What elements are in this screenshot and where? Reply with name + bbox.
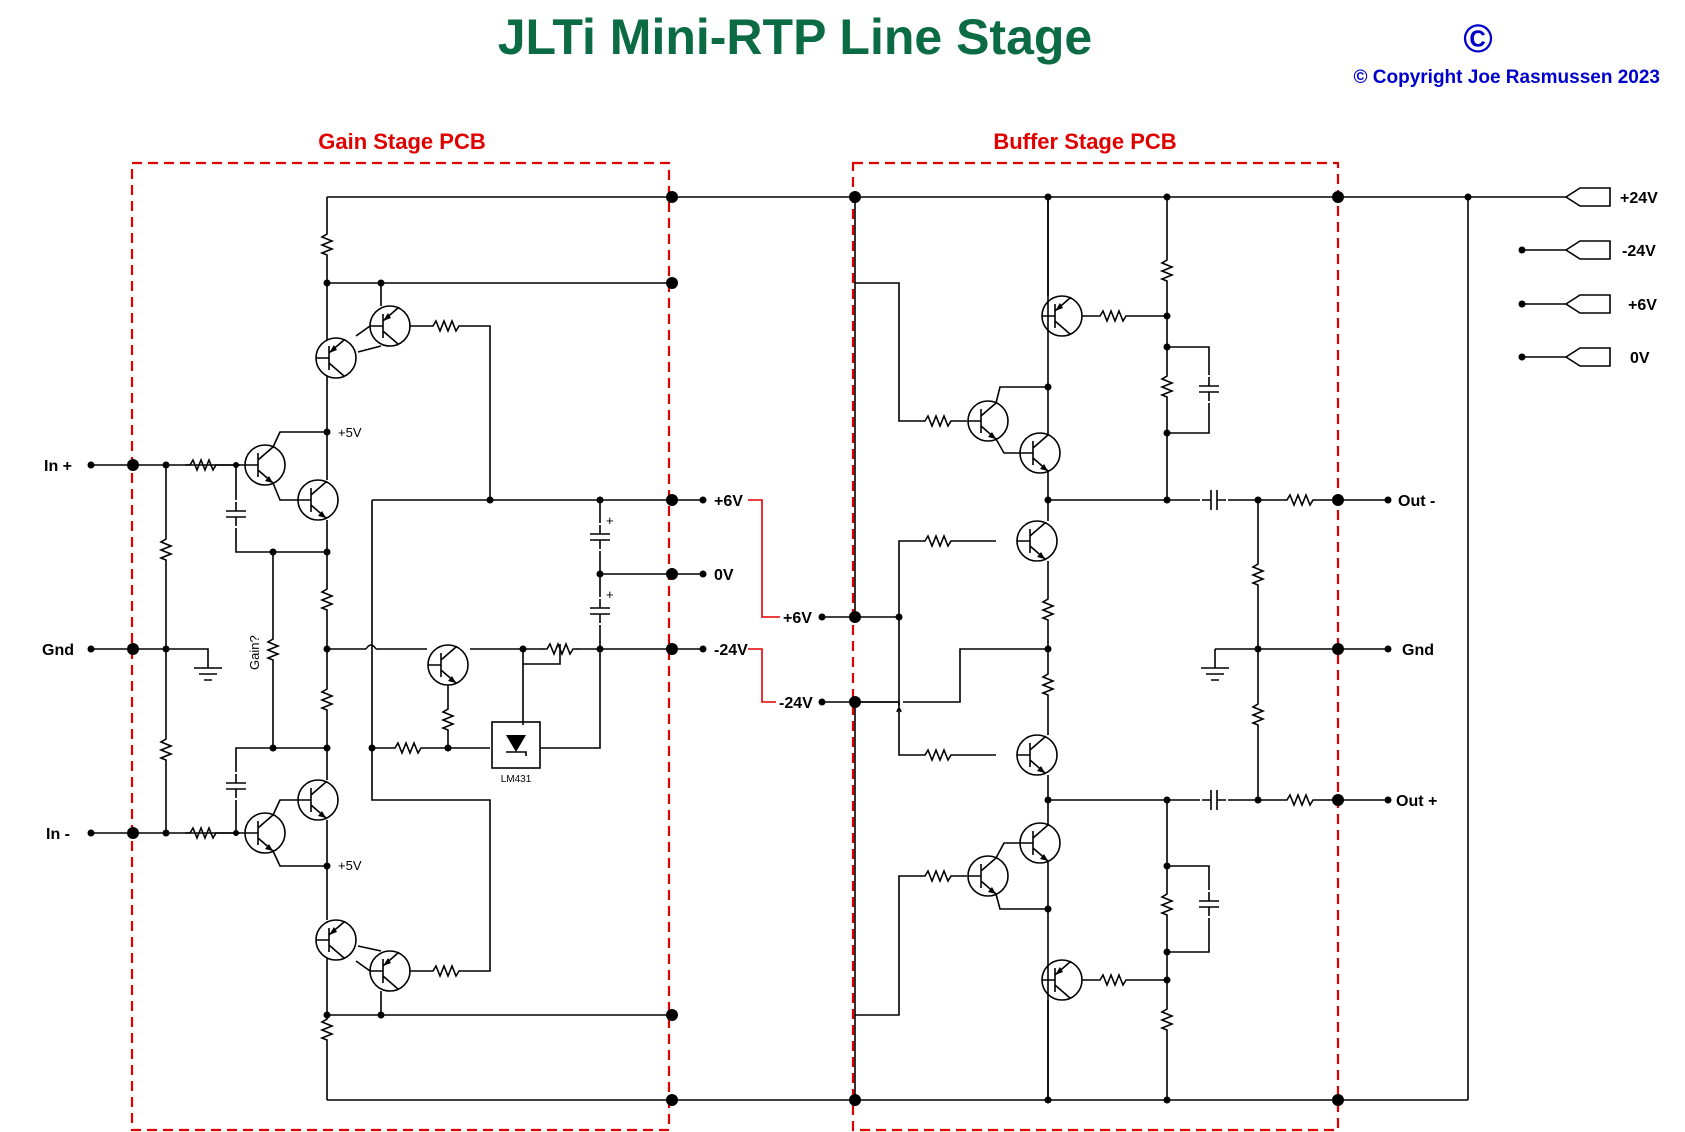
v5-bottom-label: +5V [338, 858, 362, 873]
cap-plus-1: + [606, 513, 614, 528]
supply-connector-p6 [1518, 294, 1611, 314]
supply-label-p6: +6V [1628, 297, 1657, 314]
positive-rail [327, 196, 1566, 1101]
cap-plus-2: + [606, 587, 614, 602]
buffer-rail-m24-label: -24V [779, 695, 813, 712]
gain-stage-pcb-label: Gain Stage PCB [318, 129, 485, 154]
v5-top-label: +5V [338, 425, 362, 440]
gain-rail-m24-label: -24V [714, 642, 748, 659]
gain-rail-0v-label: 0V [714, 567, 734, 584]
pcb-interconnect [748, 499, 780, 703]
output-out-minus-label: Out - [1398, 493, 1435, 510]
gain-rail-terminals [672, 496, 707, 653]
input-in-plus-label: In + [44, 458, 72, 475]
supply-label-p24: +24V [1620, 190, 1658, 207]
buffer-stage-circuit [818, 197, 1392, 1100]
output-out-plus-label: Out + [1396, 793, 1437, 810]
input-gnd-label: Gnd [42, 642, 74, 659]
buffer-stage-pcb-outline [851, 161, 1340, 1132]
supply-label-m24: -24V [1622, 243, 1656, 260]
gain-stage-circuit: Gain? +5V +5V + + [87, 197, 678, 1100]
gain-rail-p6-label: +6V [714, 493, 743, 510]
input-in-minus-label: In - [46, 826, 70, 843]
buffer-rail-p6-label: +6V [783, 610, 812, 627]
copyright-text: © Copyright Joe Rasmussen 2023 [1354, 67, 1661, 88]
rail-junctions [666, 191, 1472, 1106]
supply-connector-0v [1518, 347, 1611, 367]
buffer-stage-pcb-label: Buffer Stage PCB [993, 129, 1176, 154]
page-title: JLTi Mini-RTP Line Stage [498, 9, 1093, 65]
copyright-symbol-icon: © [1463, 17, 1492, 61]
ic-label: LM431 [501, 774, 532, 785]
supply-connector-m24 [1518, 240, 1611, 260]
supply-label-0v: 0V [1630, 350, 1650, 367]
output-gnd-label: Gnd [1402, 642, 1434, 659]
supply-connector-p24 [1565, 187, 1611, 207]
gain-pot-label: Gain? [247, 635, 262, 670]
